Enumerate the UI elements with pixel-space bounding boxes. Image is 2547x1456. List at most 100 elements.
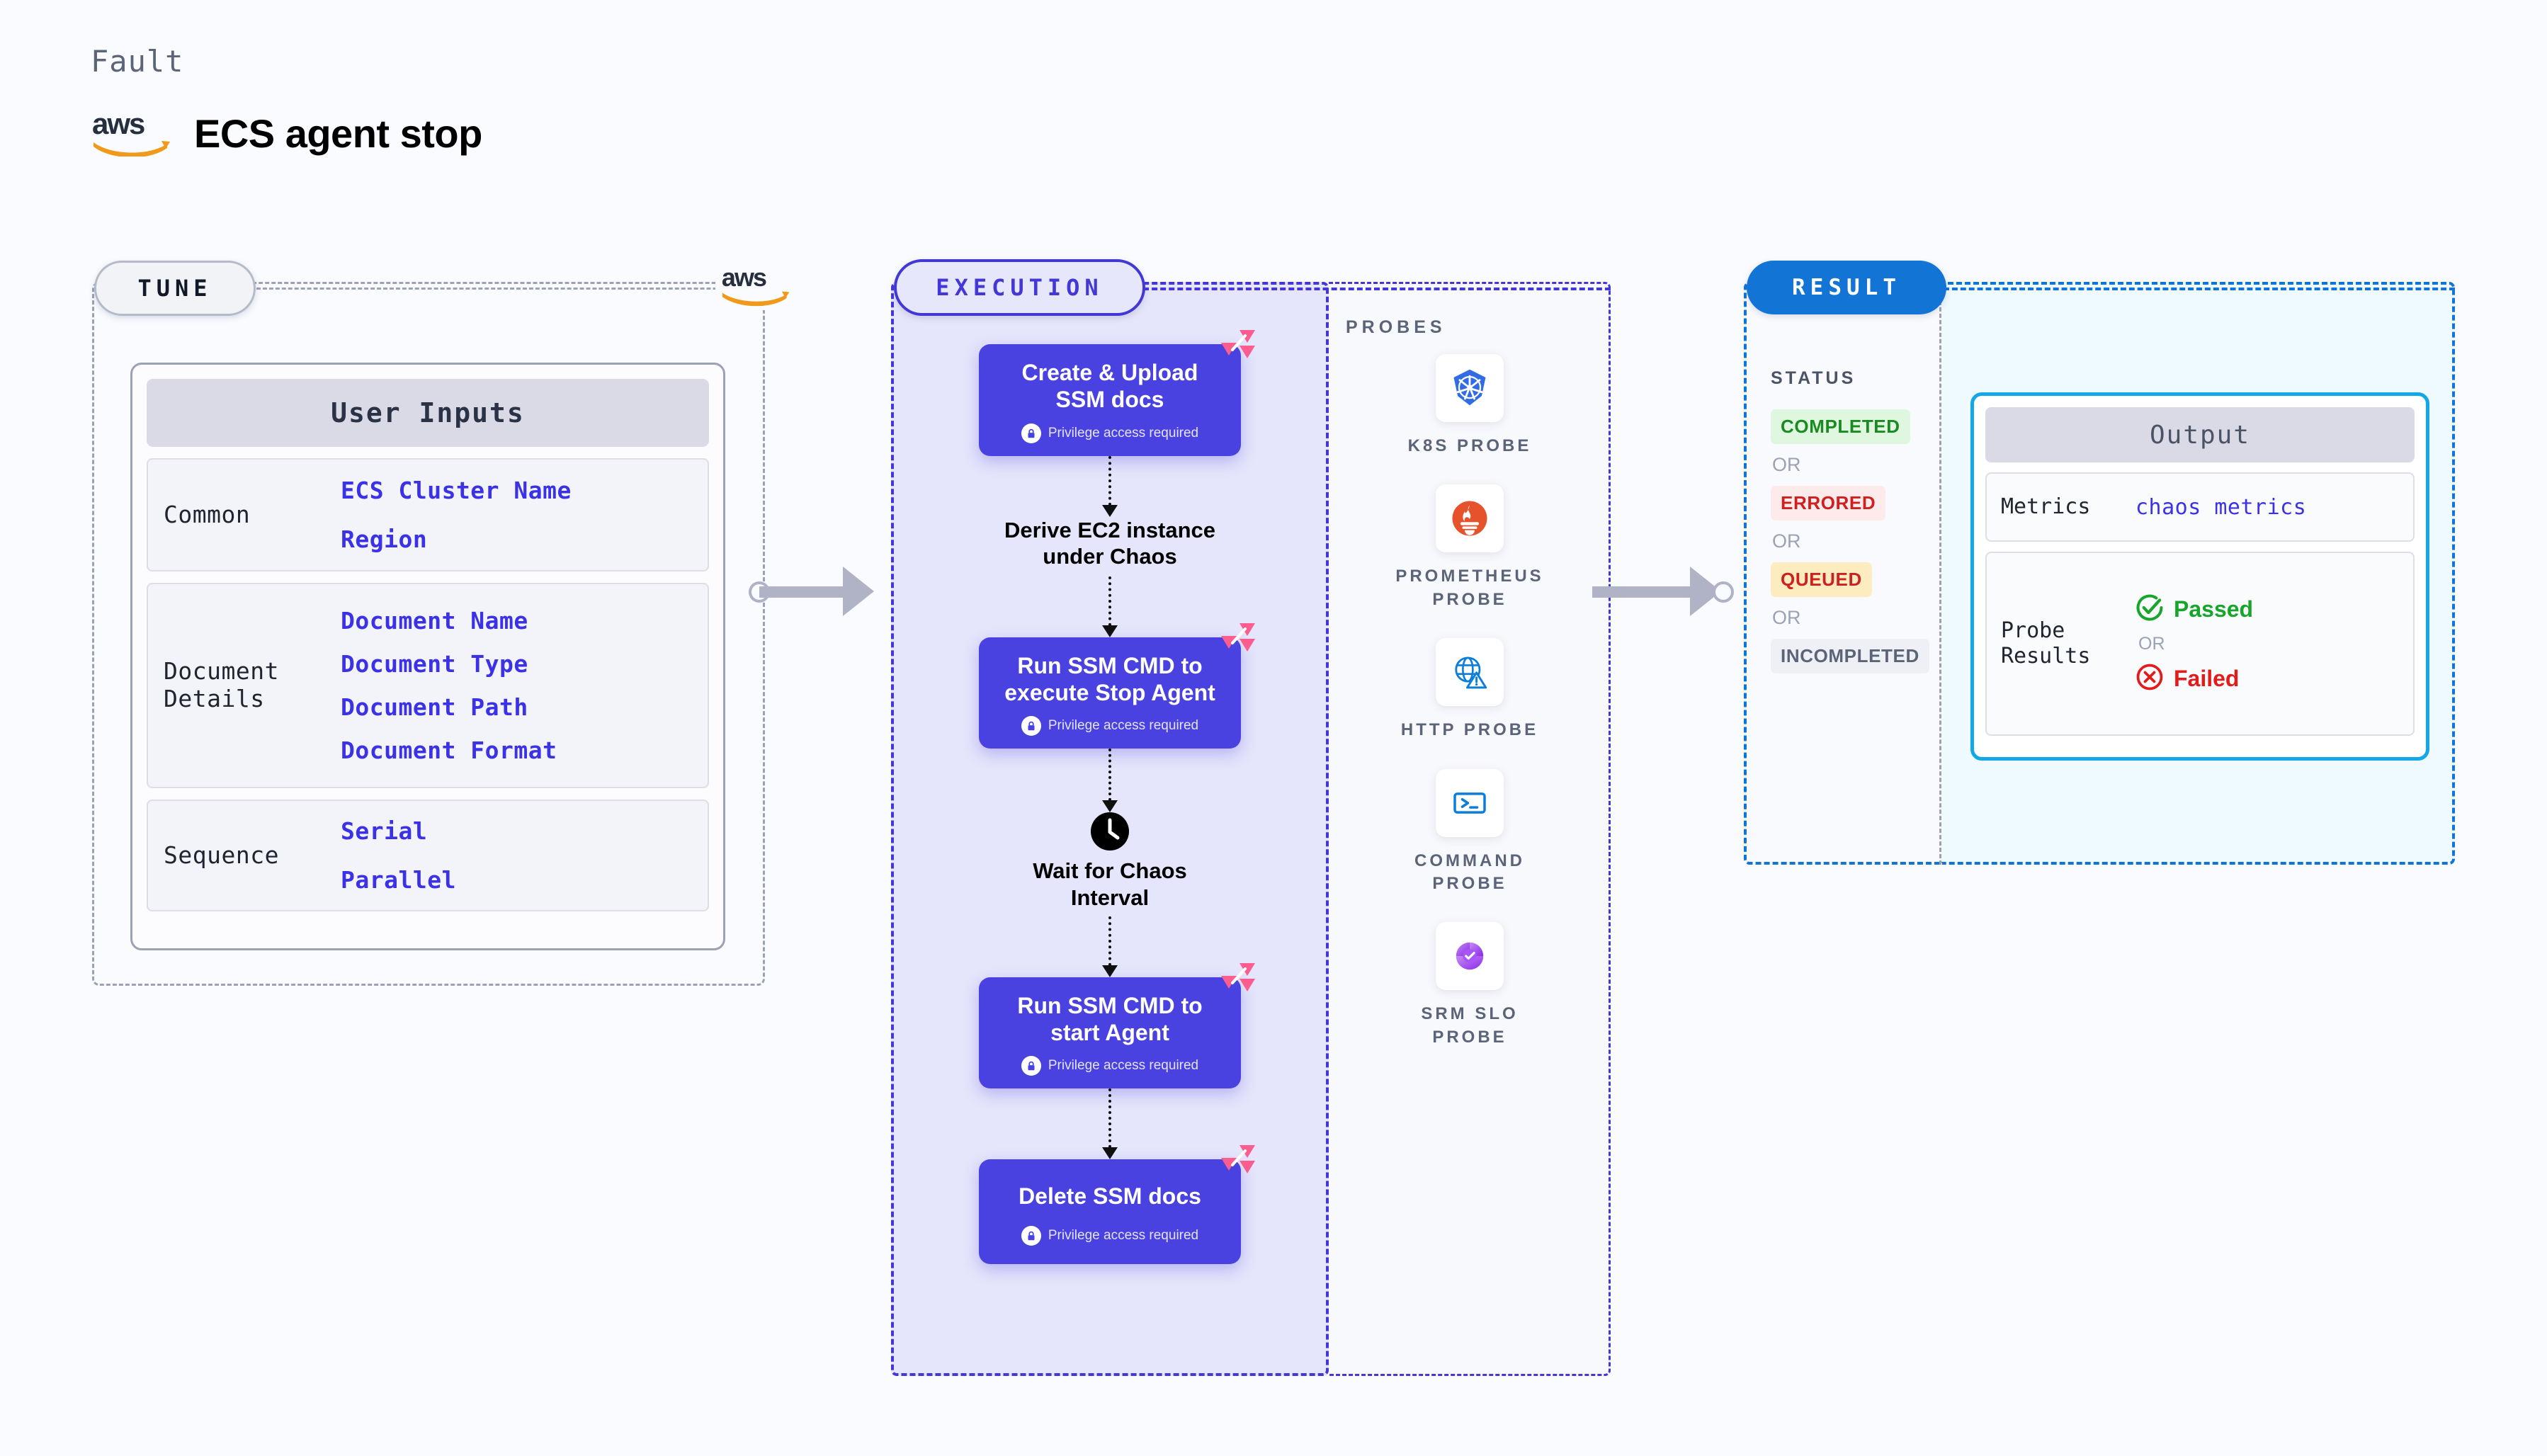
input-value[interactable]: Document Type (341, 650, 528, 678)
flow-connector (1102, 916, 1118, 977)
lock-icon (1021, 1226, 1041, 1246)
exec-step-title: Run SSM CMD to execute Stop Agent (1004, 652, 1215, 705)
exec-step-title: Delete SSM docs (1019, 1183, 1201, 1210)
input-value[interactable]: Document Format (341, 736, 557, 764)
phase-tag-result[interactable]: RESULT (1747, 261, 1946, 314)
status-badge-queued: QUEUED (1771, 562, 1872, 597)
input-group-sequence: Sequence Serial Parallel (147, 800, 709, 911)
output-title: Output (1985, 407, 2415, 462)
input-group-document-details: Document Details Document Name Document … (147, 583, 709, 788)
flow-arrow-execution-to-result (1592, 567, 1744, 616)
litmus-chaos-icon (1218, 329, 1257, 364)
privilege-note-text: Privilege access required (1048, 1228, 1199, 1243)
probes-list: K8S PROBE PROMETHEUS PROBE HTT (1329, 354, 1611, 1049)
page-title: ECS agent stop (194, 110, 482, 156)
status-or-label: OR (1772, 530, 1801, 552)
exec-step-delete-ssm-docs[interactable]: Delete SSM docs Privilege access require… (979, 1145, 1255, 1264)
probe-result-passed-label: Passed (2174, 596, 2254, 622)
input-value[interactable]: Parallel (341, 866, 456, 894)
svg-text:aws: aws (722, 264, 766, 292)
privilege-note: Privilege access required (989, 423, 1231, 443)
probe-label: SRM SLO PROBE (1421, 1004, 1519, 1047)
input-value[interactable]: Serial (341, 817, 428, 845)
probe-result-passed: Passed (2135, 593, 2253, 625)
probe-label: K8S PROBE (1407, 436, 1532, 455)
tune-boundary-top-dash (256, 288, 781, 290)
user-inputs-title: User Inputs (147, 379, 709, 447)
probe-item-http[interactable]: HTTP PROBE (1401, 638, 1538, 741)
terminal-icon (1435, 768, 1504, 837)
check-circle-icon (2135, 593, 2164, 625)
output-row-label: Metrics (2001, 494, 2091, 519)
probe-item-command[interactable]: COMMAND PROBE (1414, 768, 1525, 896)
aws-logo-icon-tune: aws (715, 261, 799, 310)
exec-step-title: Create & Upload SSM docs (1021, 360, 1198, 412)
litmus-chaos-icon (1218, 1144, 1257, 1179)
litmus-chaos-icon (1218, 622, 1257, 657)
probe-result-failed: Failed (2135, 663, 2253, 695)
probe-result-failed-label: Failed (2174, 665, 2240, 691)
exec-step-run-ssm-cmd-start-agent[interactable]: Run SSM CMD to start Agent Privilege acc… (979, 962, 1255, 1089)
kubernetes-icon (1435, 354, 1504, 422)
exec-step-run-ssm-cmd-stop-agent[interactable]: Run SSM CMD to execute Stop Agent Privil… (979, 622, 1255, 749)
user-inputs-card: User Inputs Common ECS Cluster Name Regi… (130, 363, 725, 950)
probe-item-k8s[interactable]: K8S PROBE (1408, 354, 1532, 457)
input-group-label: Sequence (164, 841, 279, 869)
input-group-common: Common ECS Cluster Name Region (147, 458, 709, 571)
privilege-note: Privilege access required (989, 1056, 1231, 1076)
flow-connector (1102, 576, 1118, 637)
exec-step-title: Run SSM CMD to start Agent (1017, 992, 1203, 1045)
status-badge-completed: COMPLETED (1771, 409, 1910, 444)
privilege-note: Privilege access required (989, 1226, 1231, 1246)
output-row-label: Probe Results (2001, 618, 2091, 669)
status-badge-incompleted: INCOMPLETED (1771, 639, 1929, 673)
exec-step-derive-ec2-instance: Derive EC2 instance under Chaos (1004, 517, 1216, 569)
probes-section-label: PROBES (1346, 317, 1446, 337)
exec-step-title: Wait for Chaos Interval (1033, 858, 1187, 910)
probes-boundary (1329, 282, 1611, 1376)
lock-icon (1021, 716, 1041, 736)
status-list: COMPLETED OR ERRORED OR QUEUED OR INCOMP… (1771, 409, 1934, 673)
probe-item-srm-slo[interactable]: SRM SLO PROBE (1421, 922, 1518, 1049)
input-group-label: Common (164, 500, 251, 528)
output-metrics-value[interactable]: chaos metrics (2135, 494, 2307, 520)
output-row-probe-results: Probe Results Passed OR (1985, 552, 2415, 736)
status-section-label: STATUS (1771, 368, 1856, 388)
result-inner-divider (1939, 282, 1941, 865)
status-or-label: OR (1772, 454, 1801, 475)
privilege-note-text: Privilege access required (1048, 425, 1199, 440)
lock-icon (1021, 423, 1041, 443)
phase-tag-tune[interactable]: TUNE (94, 261, 256, 316)
execution-flow: Create & Upload SSM docs Privilege acces… (891, 330, 1329, 1264)
probe-result-or-label: OR (2138, 633, 2165, 654)
output-row-metrics: Metrics chaos metrics (1985, 472, 2415, 542)
flow-connector (1102, 455, 1118, 517)
prometheus-icon (1435, 484, 1504, 553)
privilege-note-text: Privilege access required (1048, 718, 1199, 734)
phase-tag-execution[interactable]: EXECUTION (894, 259, 1145, 316)
flow-connector (1102, 749, 1118, 813)
input-value[interactable]: Document Name (341, 607, 528, 635)
lock-icon (1021, 1056, 1041, 1076)
probe-label: COMMAND PROBE (1414, 851, 1525, 893)
flow-arrow-tune-to-execution (749, 567, 894, 616)
srm-slo-icon (1436, 922, 1504, 991)
exec-step-wait-for-chaos-interval: Wait for Chaos Interval (961, 812, 1259, 910)
output-card: Output Metrics chaos metrics Probe Resul… (1970, 392, 2429, 761)
input-value[interactable]: Region (341, 525, 428, 553)
input-value[interactable]: ECS Cluster Name (341, 477, 572, 504)
status-badge-errored: ERRORED (1771, 486, 1886, 521)
aws-logo-icon: aws (91, 107, 176, 158)
exec-step-create-upload-ssm-docs[interactable]: Create & Upload SSM docs Privilege acces… (979, 330, 1255, 456)
probe-item-prometheus[interactable]: PROMETHEUS PROBE (1395, 484, 1543, 611)
http-globe-warning-icon (1436, 638, 1504, 707)
fault-kind-label: Fault (91, 44, 184, 79)
input-value[interactable]: Document Path (341, 693, 528, 721)
execution-boundary-top-dash (1143, 288, 1611, 290)
flow-connector (1102, 1088, 1118, 1160)
privilege-note: Privilege access required (989, 716, 1231, 736)
tune-boundary (92, 282, 765, 986)
input-group-label: Document Details (164, 657, 279, 712)
result-boundary-top-dash (1944, 288, 2455, 290)
x-circle-icon (2135, 663, 2164, 695)
